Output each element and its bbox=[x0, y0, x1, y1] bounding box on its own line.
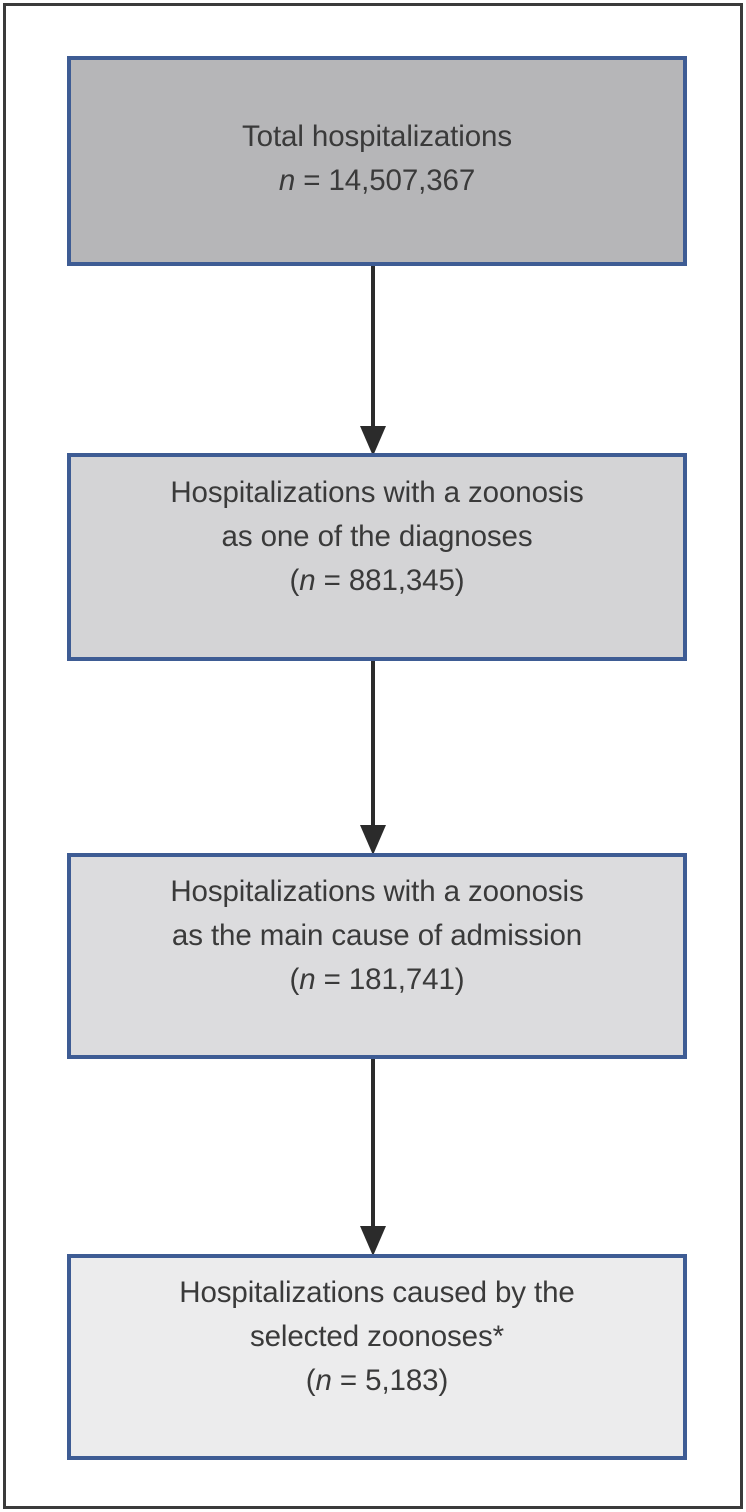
node-n-symbol: n bbox=[278, 164, 296, 197]
node-n-symbol: n bbox=[299, 963, 316, 996]
arrow-any-to-main bbox=[356, 661, 390, 855]
flow-node-zoonosis-main-cause: Hospitalizations with a zoonosis as the … bbox=[67, 853, 687, 1059]
node-line-1: Hospitalizations caused by the bbox=[179, 1276, 575, 1309]
arrow-head-icon bbox=[360, 825, 386, 855]
flow-node-zoonosis-any-diagnosis: Hospitalizations with a zoonosis as one … bbox=[67, 453, 687, 661]
flowchart-canvas: Total hospitalizations n = 14,507,367 Ho… bbox=[6, 6, 740, 1506]
node-n-open-paren: ( bbox=[289, 963, 300, 996]
flow-node-text: Total hospitalizations n = 14,507,367 bbox=[71, 115, 683, 203]
arrow-shaft bbox=[371, 661, 375, 827]
arrow-shaft bbox=[371, 266, 375, 428]
node-n-value: = 881,345) bbox=[315, 564, 465, 597]
arrow-main-to-selected bbox=[356, 1059, 390, 1256]
figure-frame: Total hospitalizations n = 14,507,367 Ho… bbox=[3, 3, 743, 1509]
arrow-head-icon bbox=[360, 1226, 386, 1256]
node-line-1: Hospitalizations with a zoonosis bbox=[170, 875, 584, 908]
flow-node-total-hospitalizations: Total hospitalizations n = 14,507,367 bbox=[67, 56, 687, 266]
arrow-head-icon bbox=[360, 426, 386, 456]
flow-node-text: Hospitalizations with a zoonosis as the … bbox=[71, 870, 683, 1002]
arrow-shaft bbox=[371, 1059, 375, 1228]
node-n-symbol: n bbox=[315, 1364, 332, 1397]
node-line-1: Total hospitalizations bbox=[241, 120, 512, 153]
arrow-total-to-any bbox=[356, 266, 390, 456]
node-line-2: as one of the diagnoses bbox=[221, 520, 533, 553]
node-n-value: = 5,183) bbox=[331, 1364, 449, 1397]
node-n-value: = 14,507,367 bbox=[295, 164, 476, 197]
flow-node-text: Hospitalizations with a zoonosis as one … bbox=[71, 471, 683, 603]
node-n-value: = 181,741) bbox=[315, 963, 465, 996]
node-line-2: as the main cause of admission bbox=[171, 919, 583, 952]
node-line-2: selected zoonoses* bbox=[249, 1320, 505, 1353]
flow-node-text: Hospitalizations caused by the selected … bbox=[71, 1271, 683, 1403]
node-line-1: Hospitalizations with a zoonosis bbox=[170, 476, 584, 509]
flow-node-selected-zoonoses: Hospitalizations caused by the selected … bbox=[67, 1254, 687, 1460]
node-n-symbol: n bbox=[299, 564, 316, 597]
node-n-open-paren: ( bbox=[289, 564, 300, 597]
node-n-open-paren: ( bbox=[305, 1364, 316, 1397]
